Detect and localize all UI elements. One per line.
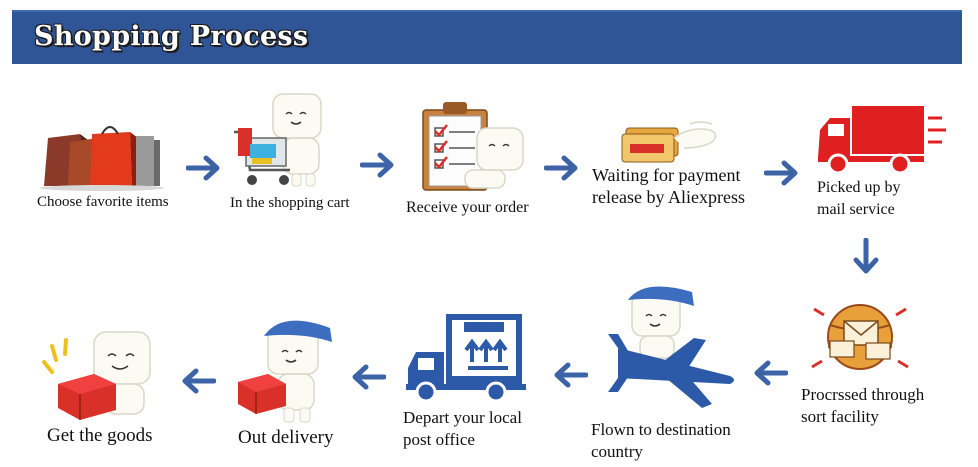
delivery-truck-icon [818,106,946,175]
step-picked-up-by-mail: Picked up by mail service [812,100,962,225]
arrow-left-icon [352,364,386,390]
step-label: In the shopping cart [230,195,350,211]
step-depart-post-office: Depart your local post office [400,310,560,455]
shopping-cart-icon [234,93,322,187]
step-label: Receive your order [406,199,529,216]
step-in-shopping-cart: In the shopping cart [228,92,378,217]
step-waiting-for-payment: Waiting for payment release by Aliexpres… [590,112,770,212]
airplane-icon [608,286,734,408]
page-title: Shopping Process [34,21,309,52]
step-label: mail service [817,201,895,218]
step-out-delivery: Out delivery [232,308,362,453]
step-label: Get the goods [47,425,153,446]
step-label: Depart your local [403,408,522,427]
arrow-left-icon [754,360,788,386]
clipboard-checklist-icon [422,102,524,191]
step-label: country [591,442,643,461]
step-processed-sort-facility: Procrssed through sort facility [800,295,960,430]
step-flown-to-destination: Flown to destination country [590,278,760,463]
step-label: Out delivery [238,427,334,448]
arrow-right-icon [764,160,798,186]
shopping-bags-icon [40,126,164,191]
sorting-globe-icon [811,304,909,370]
step-label: Choose favorite items [37,194,169,210]
arrow-right-icon [186,155,220,181]
courier-with-package-icon [238,320,332,423]
title-banner: Shopping Process [12,10,962,64]
arrow-right-icon [360,152,394,178]
step-label: release by Aliexpress [592,187,745,207]
step-receive-your-order: Receive your order [405,100,550,220]
step-get-the-goods: Get the goods [36,322,176,452]
arrow-down-icon [853,238,879,274]
step-label: Picked up by [817,179,901,196]
arrow-right-icon [544,155,578,181]
step-label: Procrssed through [801,385,925,404]
step-label: Waiting for payment [592,165,741,185]
happy-receiver-icon [42,331,151,420]
package-truck-icon [406,314,526,403]
payment-card-icon [621,121,717,163]
arrow-left-icon [182,368,216,394]
step-choose-favorite-items: Choose favorite items [30,120,190,220]
arrow-left-icon [554,362,588,388]
step-label: post office [403,430,475,449]
step-label: sort facility [801,407,879,426]
step-label: Flown to destination [591,420,731,439]
